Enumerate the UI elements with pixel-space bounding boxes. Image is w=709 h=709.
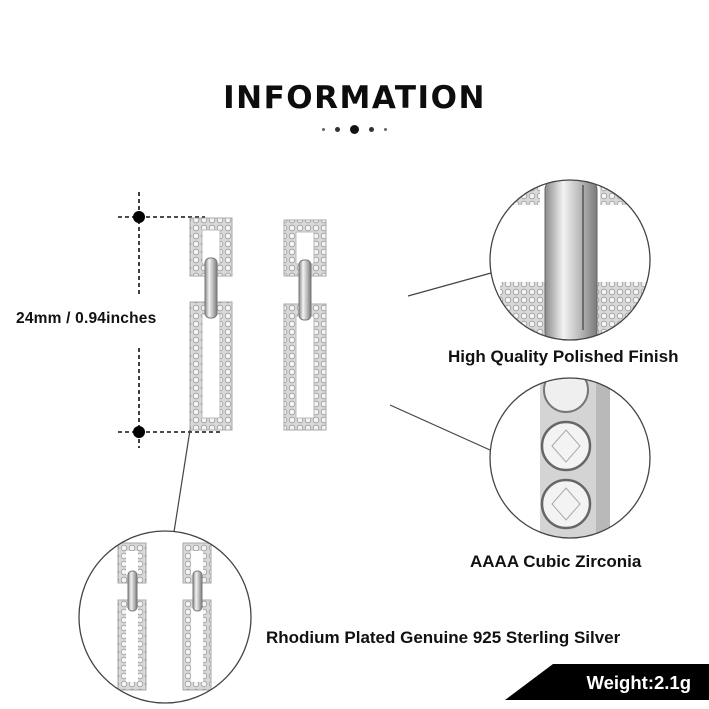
weight-label: Weight:2.1g [586, 672, 692, 693]
callout-lines [173, 272, 492, 533]
section-title: INFORMATION [223, 80, 486, 116]
earring-right [283, 219, 327, 431]
dimension-label: 24mm / 0.94inches [16, 310, 157, 327]
feature-label-silver: Rhodium Plated Genuine 925 Sterling Silv… [266, 628, 621, 647]
feature-label-polished: High Quality Polished Finish [448, 347, 679, 366]
polished-clasp-closeup [489, 179, 651, 341]
divider-dot [335, 127, 340, 132]
divider-dot [322, 128, 325, 131]
feature-label-zirconia: AAAA Cubic Zirconia [470, 552, 642, 571]
divider-dot [369, 127, 374, 132]
divider-dot [350, 125, 359, 134]
dimension-guide [118, 192, 220, 448]
divider-dot [384, 128, 387, 131]
dimension-bottom-marker [133, 426, 145, 438]
zirconia-stones-closeup [489, 377, 651, 539]
dimension-top-marker [133, 211, 145, 223]
title-divider-dots [0, 125, 709, 134]
earring-left [189, 217, 233, 431]
earrings-pair-closeup [78, 530, 252, 704]
